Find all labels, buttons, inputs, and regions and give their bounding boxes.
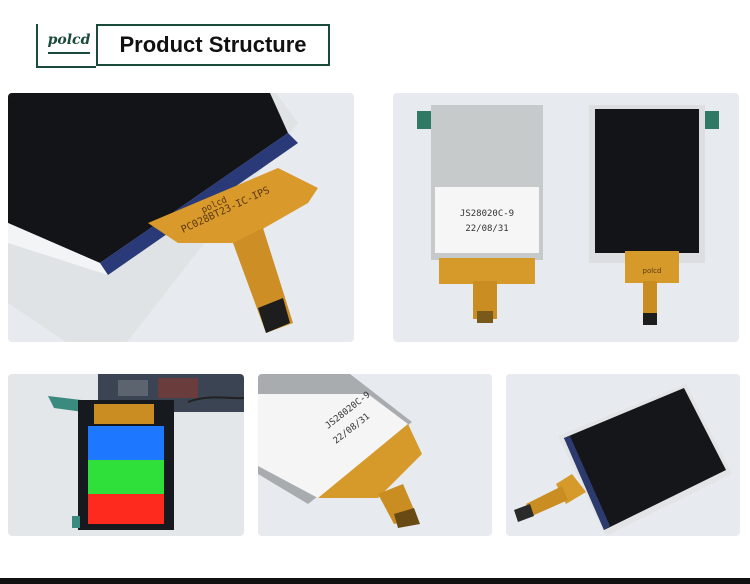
angled-lcd-screen — [564, 388, 726, 530]
section-header: polcd Product Structure — [36, 24, 332, 68]
photo-lcd-front-angled — [506, 374, 740, 536]
back-label-sticker — [435, 187, 539, 253]
closeup-fpc — [318, 424, 422, 498]
rgb-red-band — [88, 494, 164, 524]
back-sticker — [258, 394, 408, 498]
lcd-back-front-graphic: JS28020C-9 22/08/31 polcd — [417, 105, 719, 325]
header-bracket-bottom — [36, 66, 96, 68]
fpc-connector — [258, 298, 290, 333]
photo-lcd-back-closeup: JS28020C-9 22/08/31 — [258, 374, 492, 536]
rgb-blue-band — [88, 426, 164, 460]
back-label-date: 22/08/31 — [465, 224, 508, 234]
title-box — [96, 24, 330, 66]
photo-lcd-rgb-test — [8, 374, 244, 536]
back-label-model: JS28020C-9 — [460, 209, 514, 219]
lcd-back-closeup-graphic: JS28020C-9 22/08/31 — [258, 374, 422, 528]
photo-lcd-back-and-front: JS28020C-9 22/08/31 polcd — [393, 93, 739, 342]
fpc-ribbon — [148, 168, 318, 243]
header-bracket-left — [36, 24, 38, 68]
logo-text: polcd — [47, 32, 91, 48]
lcd-angled-fpc-graphic: polcd PC028BT23-IC-IPS — [8, 93, 318, 342]
logo-underline — [48, 52, 90, 54]
lcd-rgb-test-graphic — [48, 374, 244, 530]
lcd-panel-screen — [8, 93, 288, 263]
front-lcd-screen — [595, 109, 699, 253]
front-fpc-label: polcd — [643, 267, 662, 275]
lcd-front-angled-graphic — [514, 384, 732, 536]
brand-logo: polcd — [44, 30, 94, 60]
bottom-divider — [0, 578, 750, 584]
photo-lcd-angled-fpc: polcd PC028BT23-IC-IPS — [8, 93, 354, 342]
rgb-green-band — [88, 460, 164, 494]
page-title: Product Structure — [119, 32, 307, 57]
